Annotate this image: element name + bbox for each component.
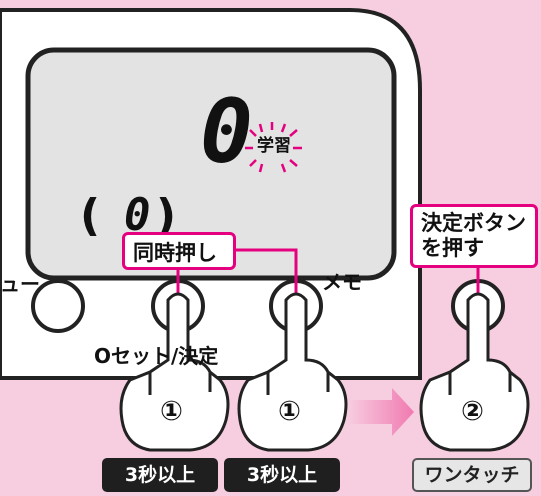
hand-1 bbox=[119, 292, 230, 452]
step-1-marker-b: ① bbox=[278, 396, 301, 427]
lcd-paren-open: ( bbox=[80, 190, 101, 241]
confirm-press-callout: 決定ボタン を押す bbox=[410, 204, 538, 268]
hand-2 bbox=[237, 292, 348, 452]
lcd-study-label: 学習 bbox=[257, 136, 291, 156]
next-step-arrow bbox=[348, 388, 414, 436]
menu-button bbox=[31, 279, 85, 333]
glow-marks bbox=[245, 122, 302, 173]
one-touch-badge: ワンタッチ bbox=[412, 458, 532, 492]
hand-3 bbox=[419, 292, 530, 452]
step-2-marker: ② bbox=[461, 396, 484, 427]
zero-set-button-label: Oセット/決定 bbox=[94, 344, 219, 368]
lcd-paren-close: ) bbox=[156, 190, 177, 241]
leader-right bbox=[234, 248, 298, 296]
hold-3sec-badge-b: 3秒以上 bbox=[224, 458, 340, 492]
step-1-marker-a: ① bbox=[160, 396, 183, 427]
menu-button-label: ュー bbox=[0, 272, 40, 296]
confirm-callout-line2: を押す bbox=[421, 236, 484, 260]
hold-3sec-badge-a: 3秒以上 bbox=[102, 458, 218, 492]
confirm-callout-line1: 決定ボタン bbox=[421, 211, 526, 235]
memo-button-label: メモ bbox=[322, 270, 362, 294]
lcd-screen bbox=[25, 47, 397, 281]
simultaneous-press-callout: 同時押し bbox=[122, 232, 236, 270]
lcd-big-digit: 0 bbox=[200, 80, 253, 183]
lcd-small-digit: 0 bbox=[124, 190, 151, 241]
